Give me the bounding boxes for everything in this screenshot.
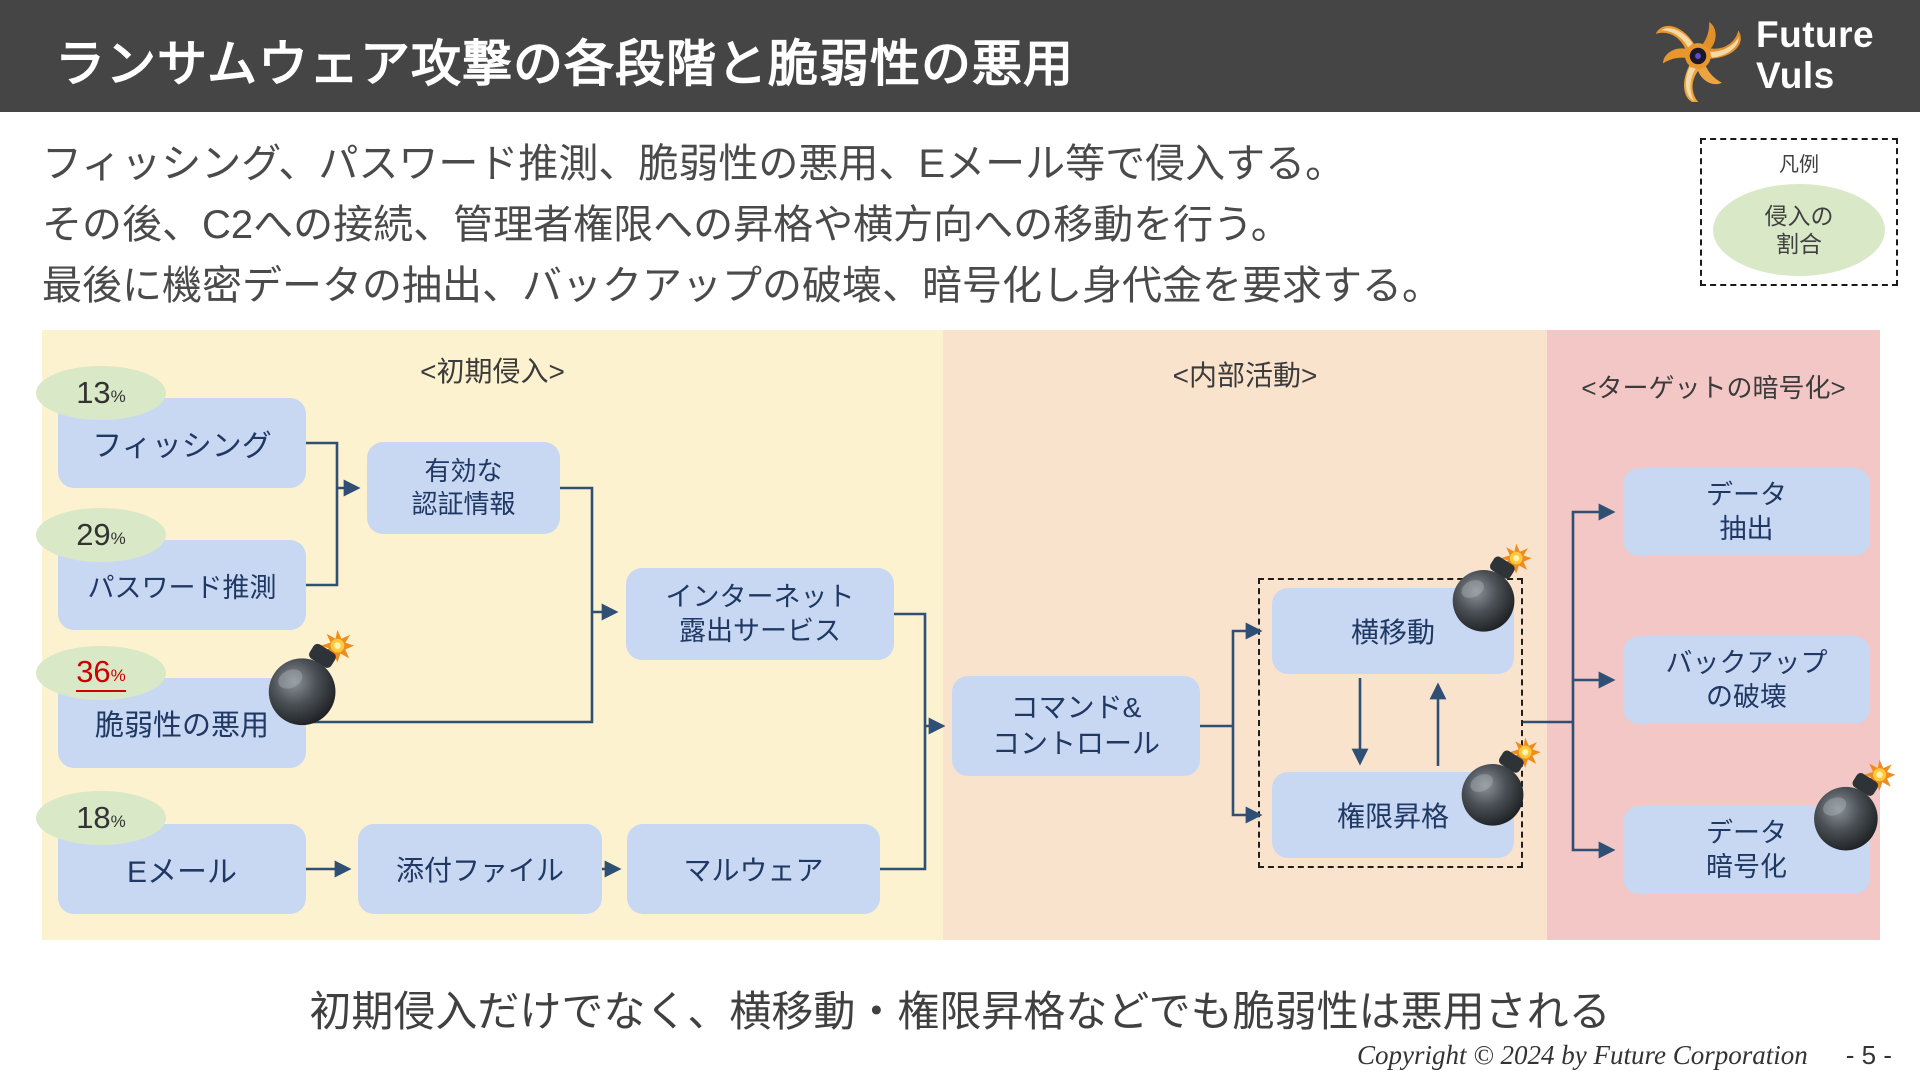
bomb-icon: [1443, 540, 1535, 638]
percent-badge-email: 18%: [36, 791, 166, 845]
node-malware-label: マルウェア: [683, 855, 824, 886]
node-internet-line2: 露出サービス: [679, 616, 841, 646]
node-credentials-line2: 認証情報: [411, 489, 516, 519]
node-lateral-movement: 横移動: [1272, 588, 1514, 674]
percent-password-unit: %: [110, 529, 126, 548]
intro-line-1: フィッシング、パスワード推測、脆弱性の悪用、Eメール等で侵入する。: [42, 142, 1346, 186]
legend-intrusion-ratio-ellipse: 侵入の 割合: [1713, 184, 1885, 276]
section-label-initial-intrusion: <初期侵入>: [420, 356, 565, 387]
intro-line-2: その後、C2への接続、管理者権限への昇格や横方向への移動を行う。: [42, 203, 1291, 247]
node-encrypt-line2: 暗号化: [1706, 852, 1787, 882]
node-valid-credentials: 有効な 認証情報: [367, 442, 560, 534]
node-exfil-line1: データ: [1706, 480, 1787, 510]
percent-email-unit: %: [110, 812, 126, 831]
node-vuln-label: 脆弱性の悪用: [94, 710, 269, 742]
logo-line-vuls: Vuls: [1756, 55, 1835, 96]
legend-box: 凡例 侵入の 割合: [1700, 138, 1898, 286]
copyright-text: Copyright © 2024 by Future Corporation: [1357, 1040, 1808, 1070]
node-backup-destruction: バックアップ の破壊: [1623, 636, 1870, 724]
node-c2-line2: コントロール: [991, 728, 1160, 759]
legend-title: 凡例: [1779, 154, 1819, 176]
percent-badge-phishing: 13%: [36, 366, 166, 420]
futurevuls-eye-icon: [1655, 22, 1741, 102]
percent-vuln-unit: %: [110, 666, 126, 685]
percent-phishing-value: 13: [76, 375, 111, 410]
bomb-icon: [258, 626, 358, 732]
page-number: - 5 -: [1845, 1040, 1892, 1070]
bomb-icon: [1452, 734, 1544, 832]
node-attachment-label: 添付ファイル: [395, 855, 564, 886]
node-email-label: Eメール: [126, 856, 237, 889]
slide-header-bar: ランサムウェア攻撃の各段階と脆弱性の悪用: [0, 0, 1920, 112]
futurevuls-logo: Future Vuls: [1652, 6, 1902, 106]
node-malware: マルウェア: [627, 824, 880, 914]
futurevuls-logo-text: Future Vuls: [1756, 14, 1874, 96]
intro-text: フィッシング、パスワード推測、脆弱性の悪用、Eメール等で侵入する。 その後、C2…: [42, 134, 1442, 317]
node-privilege-label: 権限昇格: [1336, 801, 1449, 832]
node-internet-line1: インターネット: [665, 582, 855, 612]
logo-line-future: Future: [1756, 14, 1875, 55]
percent-password-value: 29: [76, 517, 111, 552]
legend-ellipse-line-1: 侵入の: [1764, 203, 1834, 229]
node-internet-exposed-service: インターネット 露出サービス: [626, 568, 894, 660]
node-phishing-label: フィッシング: [92, 430, 272, 463]
node-email: Eメール: [58, 824, 306, 914]
percent-phishing-unit: %: [110, 387, 126, 406]
node-lateral-label: 横移動: [1350, 617, 1435, 648]
section-label-target-encryption: <ターゲットの暗号化>: [1581, 373, 1846, 403]
node-encrypt-line1: データ: [1706, 818, 1787, 848]
legend-ellipse-line-2: 割合: [1776, 231, 1822, 257]
node-backup-line1: バックアップ: [1665, 648, 1828, 678]
bottom-message: 初期侵入だけでなく、横移動・権限昇格などでも脆弱性は悪用される: [309, 988, 1611, 1035]
node-command-and-control: コマンド& コントロール: [952, 676, 1200, 776]
bomb-icon: [1804, 756, 1899, 857]
node-c2-line1: コマンド&: [1010, 692, 1142, 723]
page-title: ランサムウェア攻撃の各段階と脆弱性の悪用: [55, 36, 1074, 92]
percent-email-value: 18: [76, 800, 111, 835]
percent-badge-password: 29%: [36, 508, 166, 562]
slide-footer: Copyright © 2024 by Future Corporation -…: [1357, 1040, 1892, 1071]
node-attachment: 添付ファイル: [358, 824, 602, 914]
percent-vuln-value: 36: [76, 654, 111, 689]
node-backup-line2: の破壊: [1706, 682, 1787, 712]
percent-badge-vulnerability: 36%: [36, 646, 166, 700]
node-password-label: パスワード推測: [87, 572, 277, 603]
node-exfil-line2: 抽出: [1719, 514, 1774, 544]
node-data-exfiltration: データ 抽出: [1623, 468, 1870, 556]
intro-line-3: 最後に機密データの抽出、バックアップの破壊、暗号化し身代金を要求する。: [42, 264, 1442, 308]
section-label-internal-activity: <内部活動>: [1172, 360, 1318, 391]
node-credentials-line1: 有効な: [424, 456, 503, 486]
